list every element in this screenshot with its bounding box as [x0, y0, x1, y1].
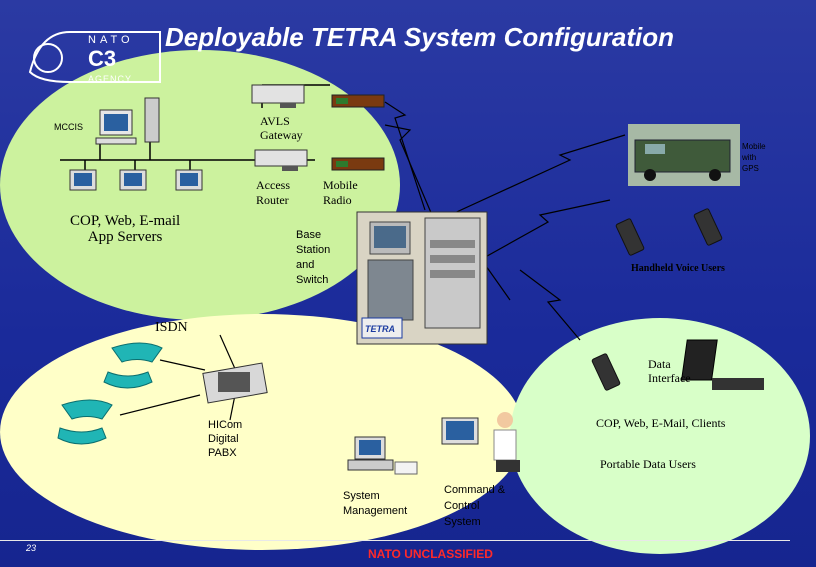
laptop-icon [681, 339, 764, 390]
cop-clients-label: COP, Web, E-Mail, Clients [596, 416, 726, 430]
page-number: 23 [26, 543, 37, 553]
isdn-lines [119, 334, 241, 421]
tetra-logo-text: TETRA [365, 324, 395, 334]
system-management-pc-icon [347, 436, 418, 475]
classification-label: NATO UNCLASSIFIED [368, 547, 493, 561]
right-network-ellipse [510, 318, 810, 554]
hicom-label: HICom Digital PABX [208, 419, 243, 459]
command-control-operator-icon [441, 412, 520, 472]
handheld-voice-label: Handheld Voice Users [631, 263, 725, 274]
portable-data-label: Portable Data Users [600, 457, 696, 471]
command-control-label: Command & Control System [444, 484, 506, 528]
app-server-icons [69, 169, 203, 191]
access-router-label: Access Router [256, 178, 290, 207]
logo-nato-text: NATO [88, 34, 134, 46]
logo-agency-text: AGENCY [88, 74, 133, 84]
logo-c3-text: C3 [88, 46, 117, 71]
isdn-label: ISDN [155, 320, 188, 335]
radio-box-icons [331, 94, 385, 171]
system-management-label: System Management [343, 490, 408, 517]
nato-c3-logo [28, 31, 161, 83]
telephone-icons [57, 342, 163, 445]
footer-divider [0, 540, 790, 541]
mccis-label: MCCIS [54, 122, 83, 132]
handheld-radio-icons [591, 208, 723, 391]
bottom-network-ellipse [0, 314, 524, 550]
pabx-phone-icon [202, 362, 268, 404]
avls-gateway-label: AVLS Gateway [260, 114, 303, 142]
app-servers-label: COP, Web, E-mail App Servers [70, 213, 181, 245]
mobile-radio-label: Mobile Radio [323, 178, 358, 207]
mccis-workstation-icon [95, 97, 160, 145]
mobile-gps-label: Mobile with GPS [742, 142, 766, 173]
data-interface-label: Data Interface [648, 357, 691, 385]
base-station-photo [356, 211, 488, 345]
base-station-label: Base Station and Switch [296, 229, 331, 286]
vehicle-photo [628, 124, 740, 186]
access-router-icon [254, 149, 308, 171]
avls-gateway-icon [251, 84, 305, 108]
page-title: Deployable TETRA System Configuration [165, 22, 674, 52]
